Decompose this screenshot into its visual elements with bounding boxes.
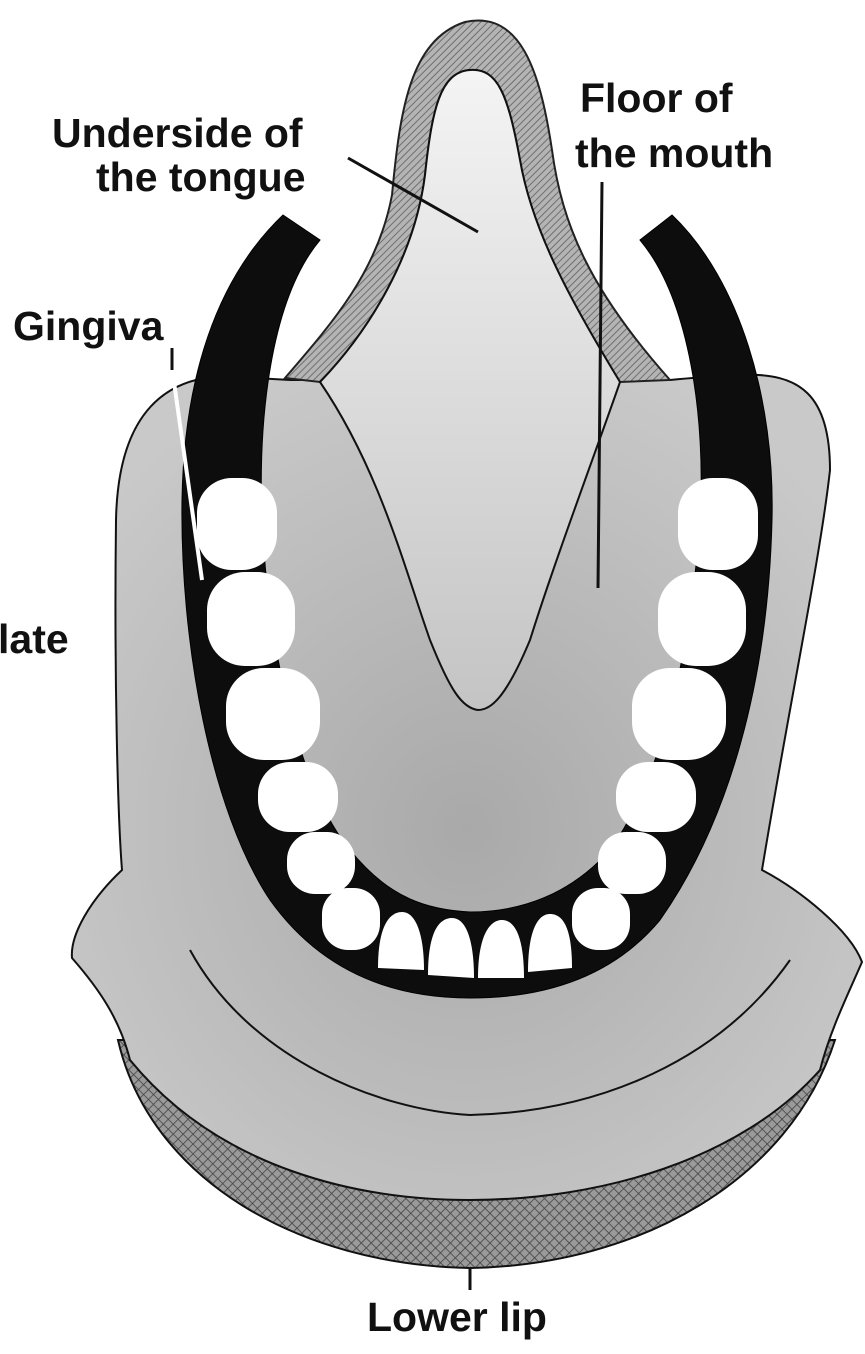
tooth [678,478,758,570]
label-palate-partial: late [0,616,69,662]
label-underside-of-tongue: Underside of [52,110,303,156]
tooth [258,762,338,832]
label-floor-of-mouth: Floor of [580,75,733,121]
label-lower-lip: Lower lip [367,1294,547,1340]
tooth [207,572,295,666]
tooth [287,832,355,894]
tooth [616,762,696,832]
tooth [226,668,320,760]
tooth [658,572,746,666]
tooth [197,478,277,570]
tooth [598,832,666,894]
tooth [632,668,726,760]
label-floor-of-mouth-2: the mouth [575,130,773,176]
tooth [572,888,630,950]
label-gingiva: Gingiva [13,303,165,349]
label-underside-of-tongue-2: the tongue [96,154,306,200]
tooth [322,888,380,950]
